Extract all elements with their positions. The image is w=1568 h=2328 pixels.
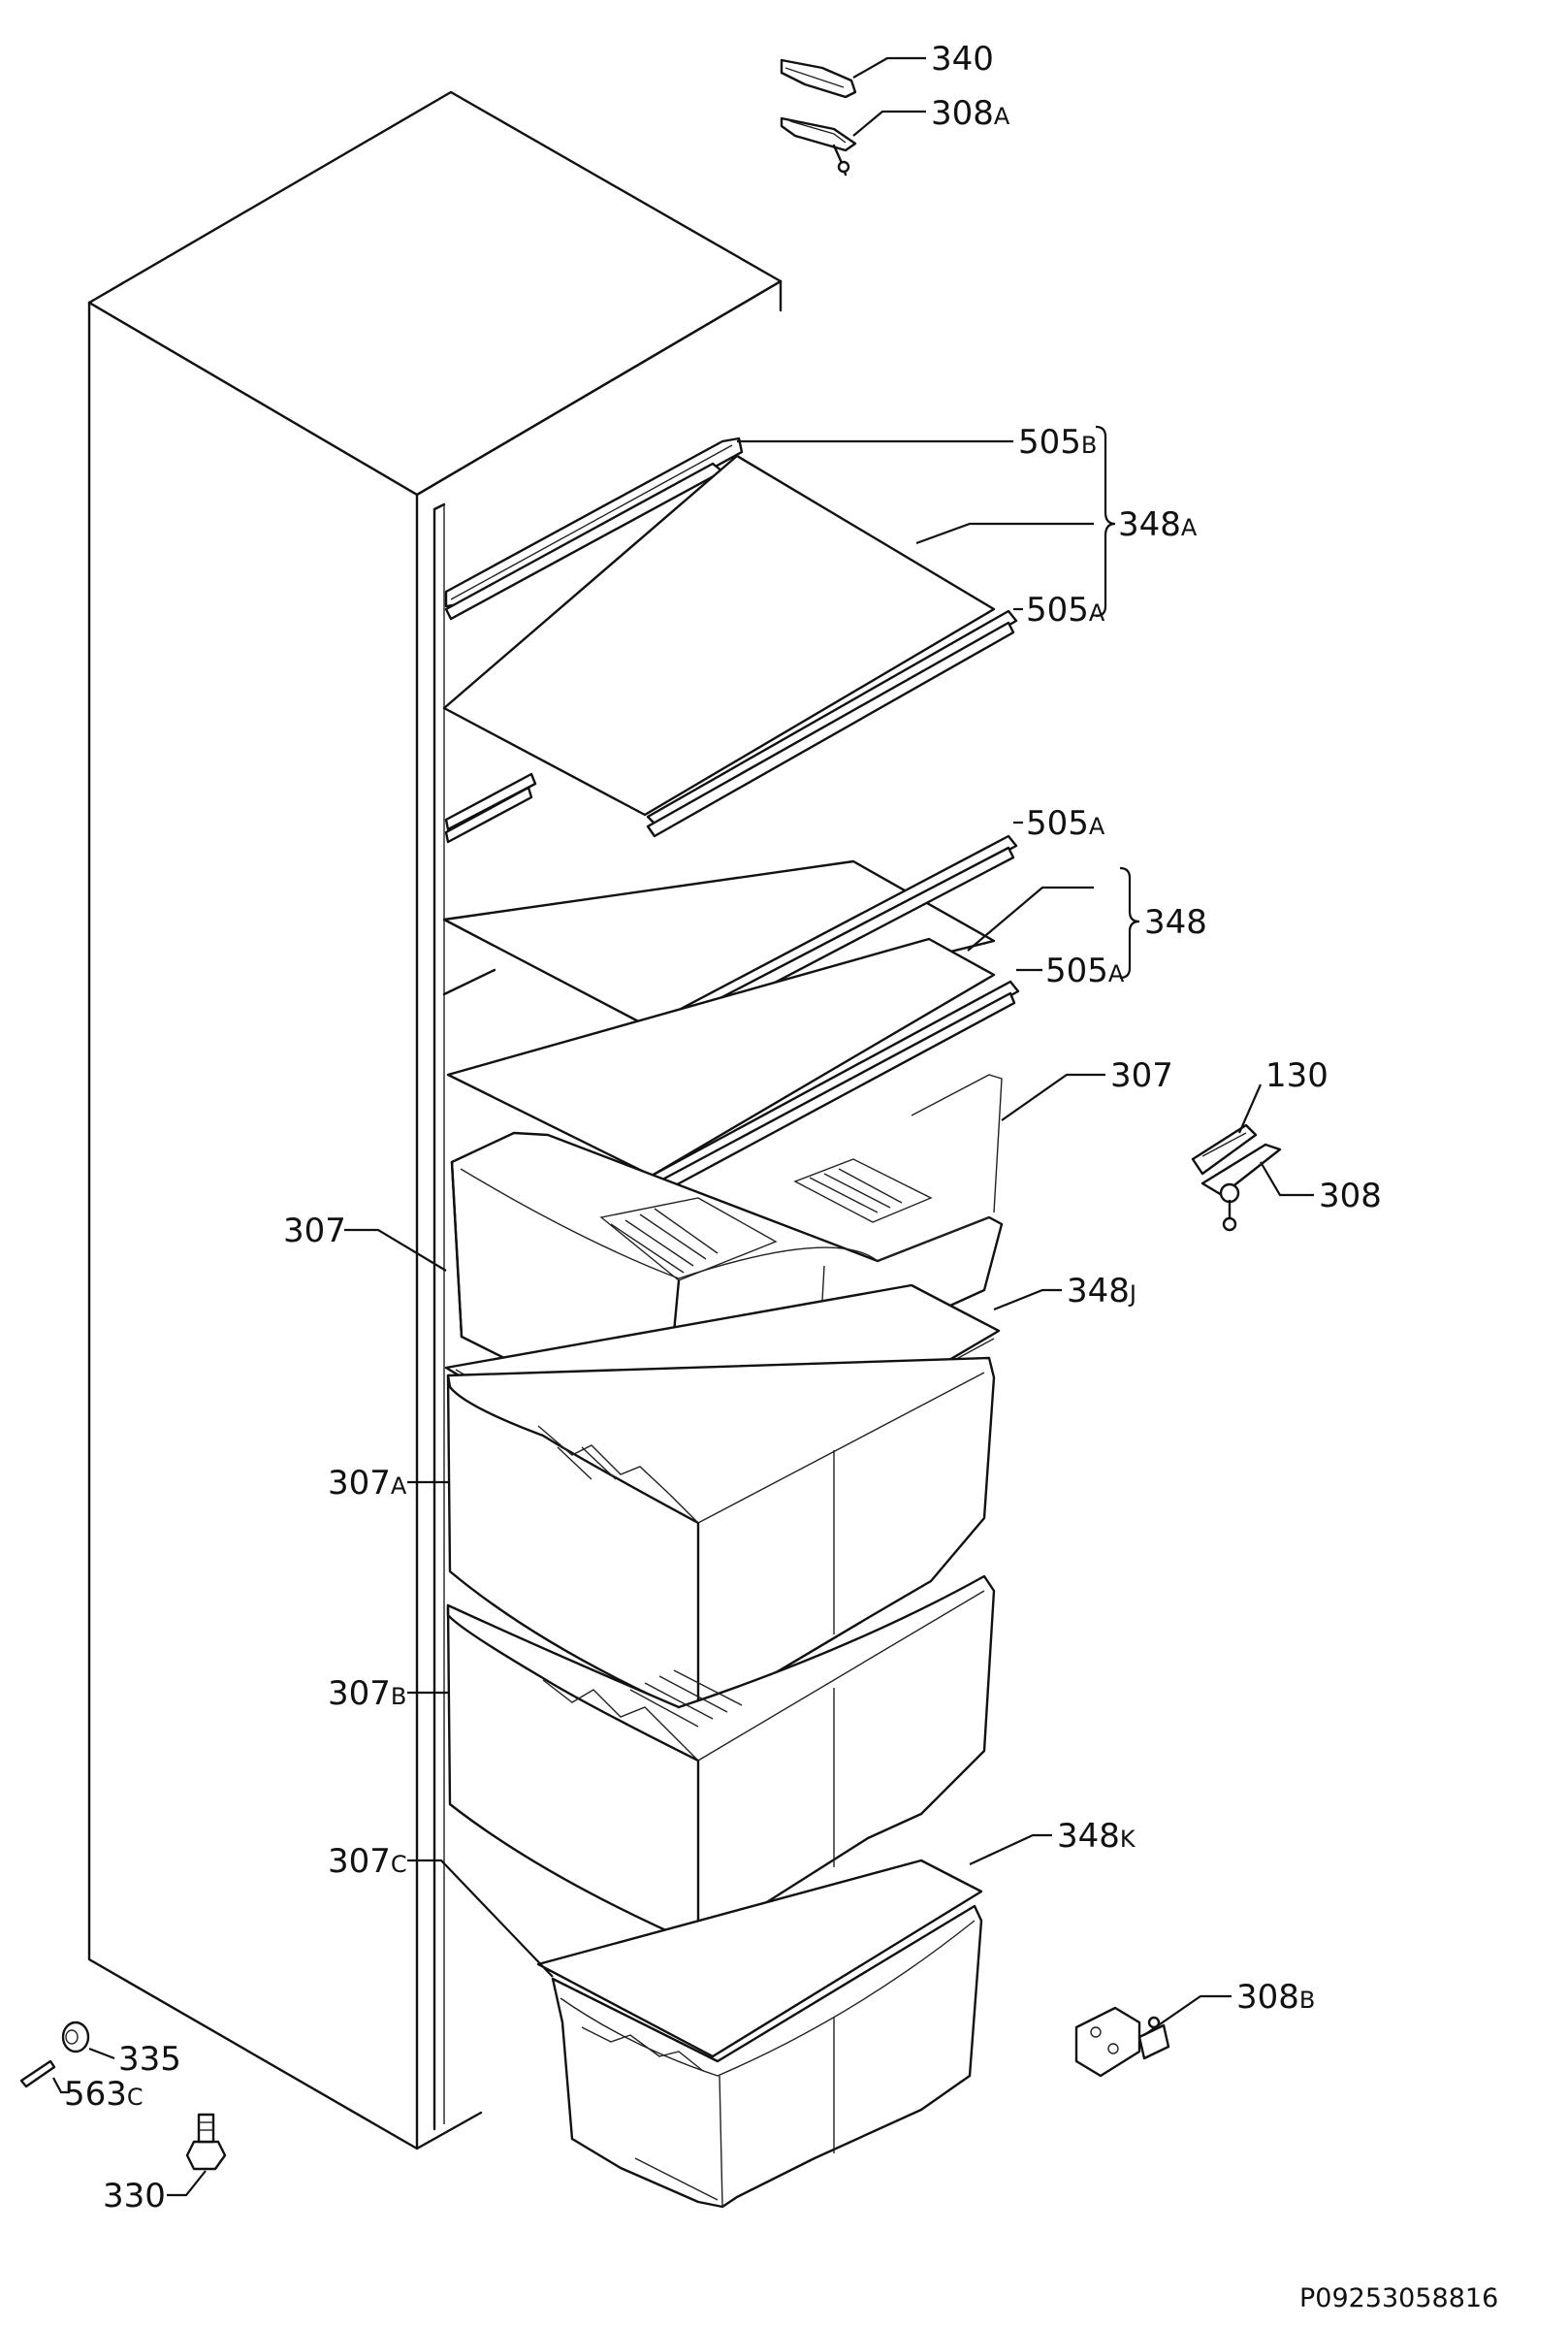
document-code: P09253058816 [1299,2283,1498,2313]
callout-307b: 307B [328,1674,406,1713]
callout-308a: 308A [931,94,1010,133]
callout-130: 130 [1265,1056,1328,1095]
callout-505a-1: 505A [1026,591,1105,630]
callout-340: 340 [931,40,994,79]
shelf-348-upper [442,772,1018,1048]
callout-335: 335 [118,2040,181,2079]
callout-307c: 307C [328,1842,407,1881]
part-130-hinge-plate [1191,1123,1258,1176]
callout-307-right: 307 [1110,1056,1173,1095]
part-330-foot [185,2113,227,2171]
callout-563c: 563C [64,2075,144,2114]
callout-348k: 348K [1057,1817,1136,1856]
shelf-348a [442,436,1018,838]
cabinet-body [87,90,783,2150]
callout-307a: 307A [328,1464,407,1503]
part-340-cover [780,58,857,99]
shelf-348k [536,1859,983,2058]
callout-308: 308 [1319,1177,1382,1215]
part-308a-hinge [780,116,857,177]
drawer-307b [446,1574,996,1947]
part-308b-bottom-hinge [1074,2006,1170,2078]
callout-labels: 340 308A 505B 348A 505A 505A 348 505A 30… [64,40,1382,2215]
callout-348: 348 [1144,903,1207,942]
leader-lines [52,56,1314,2197]
callout-505a-2: 505A [1026,804,1105,843]
callout-505b: 505B [1018,423,1097,462]
callout-307-left: 307 [283,1212,346,1250]
part-308-hinge [1200,1143,1282,1232]
callout-348j: 348J [1067,1272,1136,1310]
part-563c-pin [19,2059,56,2088]
callout-348a: 348A [1118,505,1198,544]
part-335-spacer [61,2021,90,2053]
callout-330: 330 [103,2177,166,2215]
callout-505a-3: 505A [1045,952,1125,990]
callout-308b: 308B [1236,1978,1315,2017]
group-brackets [1095,425,1140,980]
drawer-307c [551,1904,983,2209]
